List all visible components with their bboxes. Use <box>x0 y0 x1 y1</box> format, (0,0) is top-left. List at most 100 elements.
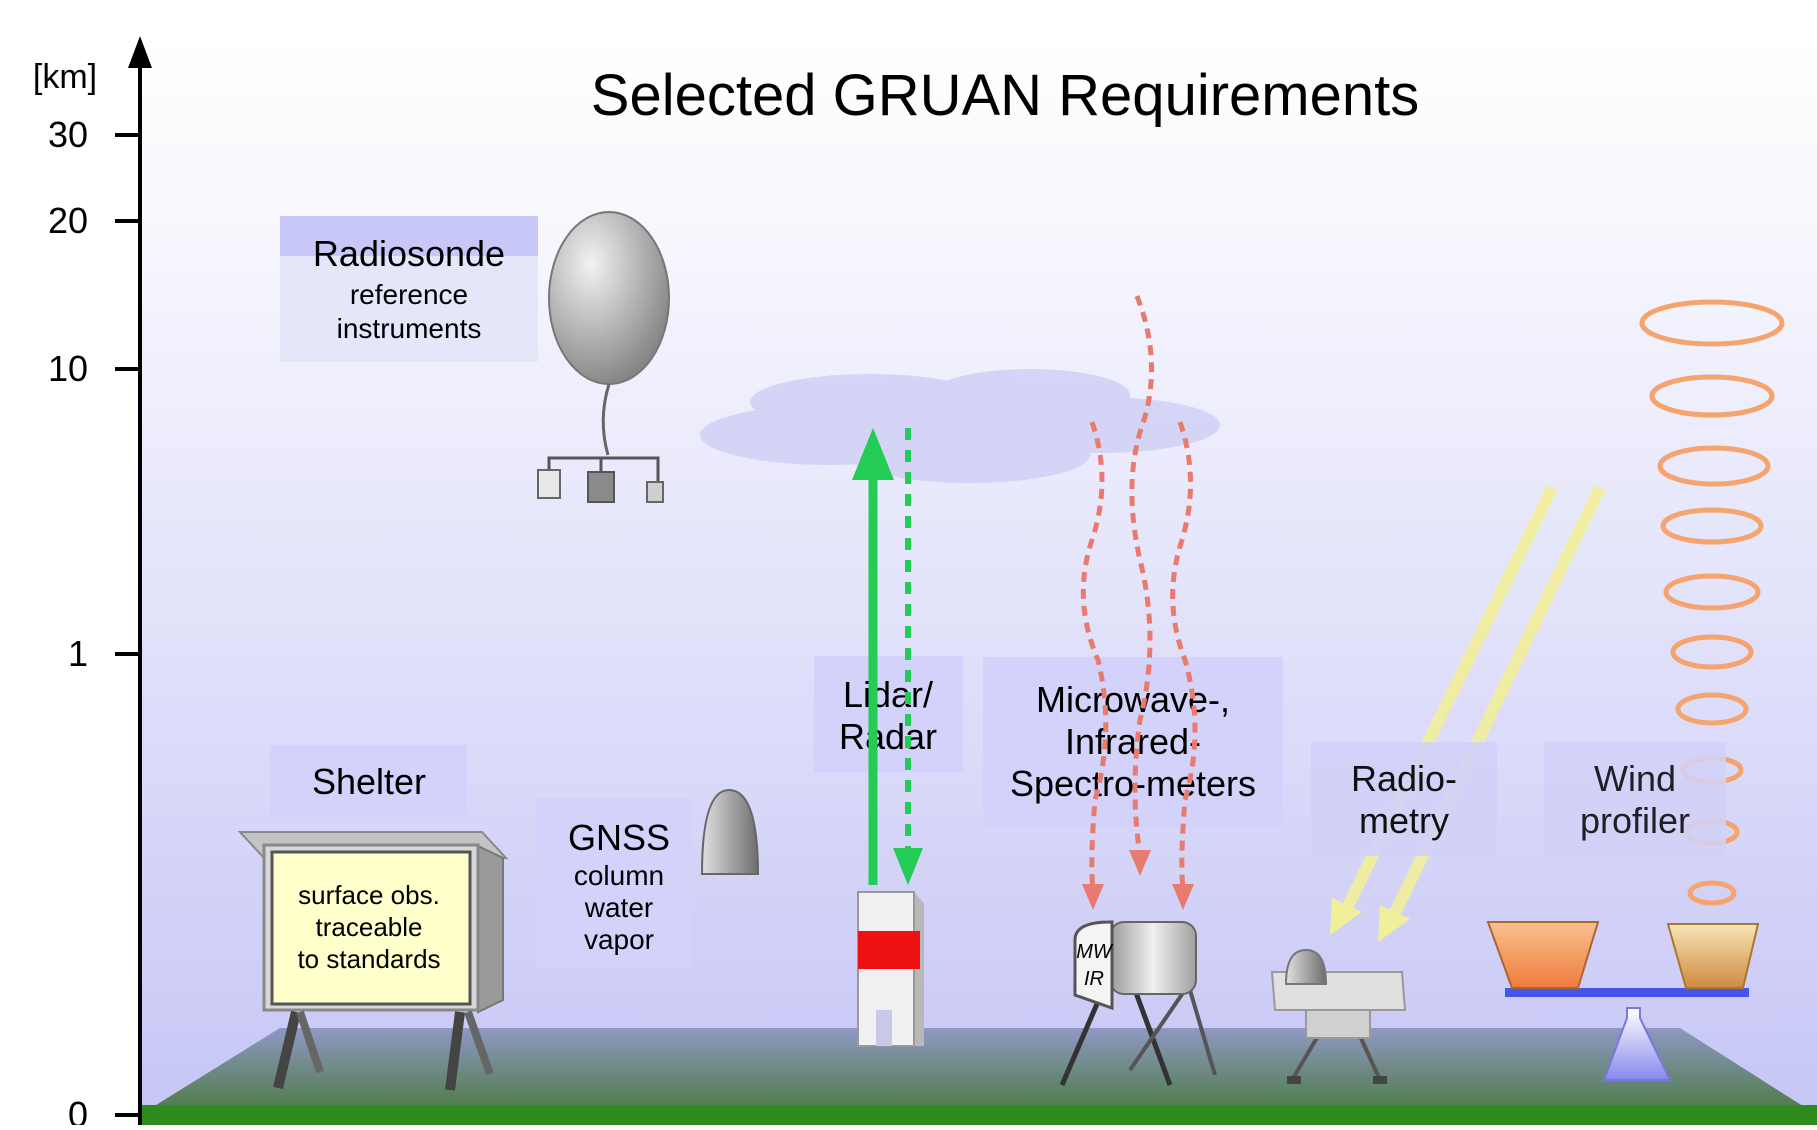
antenna-beam <box>1505 988 1749 997</box>
lidar-label-box <box>814 656 963 772</box>
radiometry-label: Radio- metry <box>1311 742 1497 856</box>
spectrometer-device: MW IR <box>1059 920 1217 1086</box>
wind-rings <box>1639 299 1785 906</box>
shelter-leg <box>273 1010 301 1090</box>
device-face <box>1073 920 1114 1011</box>
ground-plane <box>140 1028 1817 1115</box>
shelter-board-line1: surface obs. <box>298 880 440 910</box>
lidar-up-arrowhead <box>852 428 894 480</box>
wind-ring <box>1649 374 1775 418</box>
lidar-label: Lidar/ Radar <box>814 656 963 772</box>
balloon-string <box>601 383 611 456</box>
device-leg <box>1128 988 1187 1072</box>
wind-ring <box>1663 573 1761 611</box>
infrared-arrowhead <box>1129 850 1151 876</box>
gnss-dome-icon <box>700 788 760 875</box>
shelter-leg <box>445 1011 465 1091</box>
gnss-label-box <box>536 798 692 968</box>
infrared-wave-left <box>1080 421 1109 891</box>
spectrometers-line2: Infrared- <box>1065 721 1201 762</box>
tick-label: 30 <box>48 114 88 155</box>
tick-label: 0 <box>68 1094 88 1125</box>
shelter-title: Shelter <box>312 761 426 802</box>
wind-profiler-antenna <box>1486 921 1760 1081</box>
shelter-board <box>270 850 472 1006</box>
wind-ring <box>1675 692 1749 726</box>
diagram-title: Selected GRUAN Requirements <box>591 63 1419 128</box>
lidar-line2: Radar <box>839 716 937 757</box>
shelter-label: Shelter <box>270 745 467 817</box>
gnss-line1: column <box>574 860 664 891</box>
axis-unit: [km] <box>33 58 97 96</box>
gnss-label: GNSS column water vapor <box>536 798 692 968</box>
infrared-wave-right <box>1170 421 1198 891</box>
gnss-antenna <box>700 788 760 1066</box>
radiosonde-title: Radiosonde <box>313 233 505 274</box>
infrared-wave-center <box>1129 295 1155 856</box>
shelter-leg <box>464 1010 494 1076</box>
tick-label: 20 <box>48 200 88 241</box>
instrument-rig <box>547 456 660 484</box>
sun-ray-arrowhead <box>1330 898 1362 935</box>
shelter-leg <box>296 1010 324 1074</box>
spectrometers-label: Microwave-, Infrared- Spectro-meters <box>983 657 1283 827</box>
wind-profiler-label: Wind profiler <box>1544 742 1726 856</box>
cloud <box>700 369 1220 483</box>
lidar-doorway <box>876 1010 892 1046</box>
tick-label: 10 <box>48 348 88 389</box>
wind-ring <box>1657 445 1771 487</box>
radiometer-dome-icon <box>1284 948 1328 985</box>
radiosonde-line2: instruments <box>337 313 482 344</box>
balloon-icon <box>548 211 670 385</box>
radiosonde-line1: reference <box>350 279 468 310</box>
radiometer-leg <box>1290 1034 1320 1082</box>
device-leg <box>1059 989 1106 1086</box>
infrared-arrowhead <box>1082 884 1104 910</box>
radiosonde-label-header <box>280 216 538 256</box>
wind-profiler-line2: profiler <box>1580 800 1690 841</box>
lidar-instrument <box>857 891 924 1047</box>
spectrometers-label-box <box>983 657 1283 827</box>
sonde-box-center <box>587 471 615 503</box>
shelter-board-line2: traceable <box>316 912 423 942</box>
sonde-box-right <box>646 481 664 503</box>
radiometry-line1: Radio- <box>1351 758 1457 799</box>
wind-ring <box>1687 880 1737 906</box>
wind-ring <box>1639 299 1785 347</box>
antenna-left-horn <box>1486 921 1600 989</box>
lidar-return-arrowhead <box>893 848 923 885</box>
infrared-radiation <box>1080 295 1198 891</box>
radiometry-label-box <box>1311 742 1497 856</box>
ground-strip <box>140 1105 1817 1125</box>
radiometry-line2: metry <box>1359 800 1449 841</box>
spectrometers-line1: Microwave-, <box>1036 679 1230 720</box>
gnss-title: GNSS <box>568 817 670 858</box>
gnss-line2: water <box>584 892 653 923</box>
tick-label: 1 <box>68 633 88 674</box>
gnss-line3: vapor <box>584 924 654 955</box>
radiometer-instrument <box>1270 948 1407 1084</box>
antenna-stand <box>1602 1007 1672 1081</box>
radiosonde-label: Radiosonde reference instruments <box>280 216 538 362</box>
wind-ring <box>1670 634 1754 670</box>
device-line1: MW <box>1076 941 1114 963</box>
sun-ray-arrowhead <box>1378 905 1410 942</box>
shelter-side <box>477 844 504 1014</box>
lidar-red-band <box>858 931 920 969</box>
shelter-board-line3: to standards <box>297 944 440 974</box>
lidar-beams <box>852 428 923 885</box>
device-leg <box>1188 989 1217 1076</box>
device-body <box>1109 921 1197 995</box>
wind-profiler-line1: Wind <box>1594 758 1676 799</box>
lidar-line1: Lidar/ <box>843 674 933 715</box>
device-line2: IR <box>1084 968 1104 990</box>
wind-profiler-label-box <box>1544 742 1726 856</box>
sonde-box-left <box>537 469 561 499</box>
radiometer-leg <box>1358 1035 1382 1081</box>
weather-balloon <box>537 211 670 503</box>
infrared-arrowhead <box>1172 884 1194 910</box>
weather-shelter: surface obs. traceable to standards <box>237 831 509 1091</box>
altitude-axis: [km] 30 20 10 1 0 <box>33 36 152 1130</box>
axis-arrowhead <box>128 36 152 68</box>
